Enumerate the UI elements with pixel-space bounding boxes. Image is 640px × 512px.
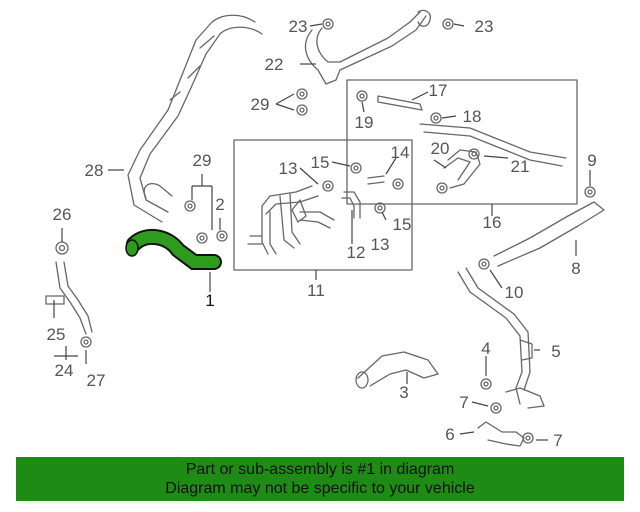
callout-7a: 7 [459, 393, 468, 412]
notice-line-2: Diagram may not be specific to your vehi… [165, 480, 475, 497]
callout-11: 11 [307, 281, 325, 300]
clamp-2 [216, 230, 228, 242]
clamp-29-upper [296, 88, 308, 116]
callout-5: 5 [551, 342, 560, 361]
callout-14: 14 [391, 143, 410, 162]
callout-18: 18 [463, 107, 482, 126]
callout-23a: 23 [289, 17, 308, 36]
part-11-assembly [247, 162, 404, 255]
callout-2: 2 [215, 195, 224, 214]
group-box-16 [346, 79, 578, 205]
group-box-11 [233, 139, 413, 271]
callout-13a: 13 [279, 159, 298, 178]
callout-9: 9 [587, 151, 596, 170]
callout-4: 4 [481, 339, 490, 358]
part-1-highlighted-hose [125, 228, 222, 270]
notice-line-1: Part or sub-assembly is #1 in diagram [185, 461, 455, 478]
part-22-hose [304, 9, 431, 85]
leader-lines [53, 23, 591, 441]
callout-10: 10 [505, 283, 524, 302]
part-3-hose [355, 351, 439, 389]
notice-banner: Part or sub-assembly is #1 in diagram Di… [16, 457, 624, 501]
callout-7b: 7 [553, 431, 562, 450]
callout-27: 27 [87, 371, 106, 390]
callout-29b: 29 [193, 151, 212, 170]
callout-25: 25 [47, 325, 66, 344]
part-5-pipe [457, 258, 545, 414]
callout-21: 21 [511, 157, 530, 176]
callout-19: 19 [355, 113, 374, 132]
clamp-23a [322, 18, 334, 30]
callout-1: 1 [205, 291, 214, 310]
callout-12: 12 [347, 243, 366, 262]
clamp-23b [442, 18, 454, 30]
part-16-assembly [356, 90, 567, 194]
part-6-hose [477, 421, 534, 447]
callout-28: 28 [85, 161, 104, 180]
callout-8: 8 [571, 259, 580, 278]
callout-6: 6 [445, 425, 454, 444]
callout-3: 3 [399, 383, 408, 402]
callout-17: 17 [429, 81, 448, 100]
callout-29a: 29 [251, 95, 270, 114]
callout-15a: 15 [311, 153, 330, 172]
callout-15b: 15 [393, 215, 412, 234]
part-28-pipe [127, 14, 263, 223]
clamp-29-lower [184, 200, 208, 244]
part-8-hose [493, 186, 605, 267]
callout-24: 24 [55, 361, 74, 380]
callout-13b: 13 [371, 235, 390, 254]
callout-20: 20 [431, 139, 450, 158]
callout-22: 22 [265, 55, 284, 74]
callout-23b: 23 [475, 17, 494, 36]
callout-16: 16 [483, 213, 502, 232]
callout-26: 26 [53, 205, 72, 224]
